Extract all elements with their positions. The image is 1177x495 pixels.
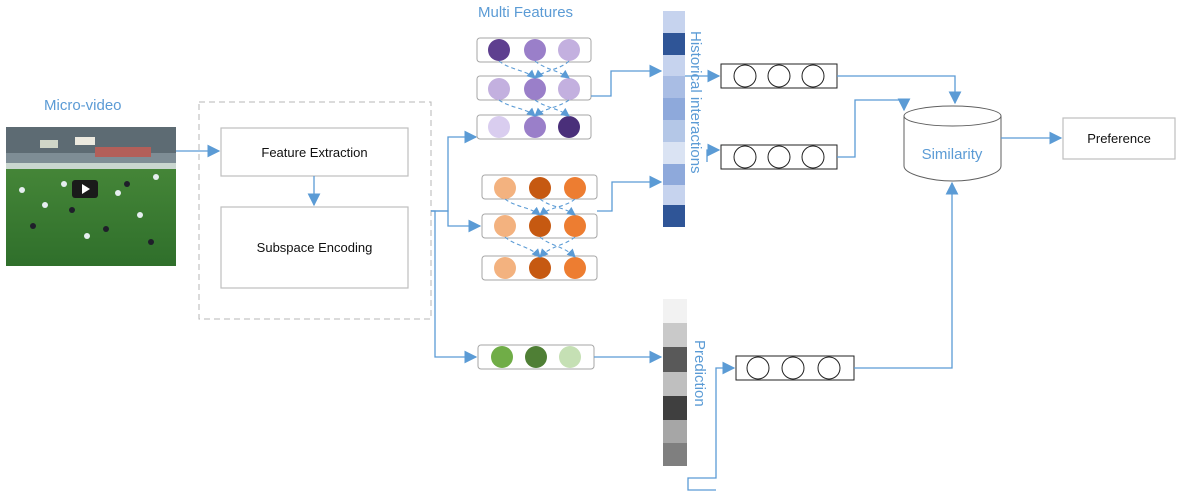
subspace-branch-bottom xyxy=(431,210,478,364)
historical-interactions-label: Historical interactions xyxy=(687,31,704,174)
orange-feature-group xyxy=(481,174,598,281)
purple-node-1-1 xyxy=(488,39,510,61)
purple-node-3-1 xyxy=(488,116,510,138)
prediction-loop-arrow xyxy=(687,361,736,491)
history-to-bottom-embedding-arrow xyxy=(706,143,721,162)
purple-dashed-link-5 xyxy=(534,99,570,117)
orange-dashed-link-6 xyxy=(539,236,576,258)
feature-extraction-box[interactable] xyxy=(220,127,409,177)
purple-node-1-2 xyxy=(524,39,546,61)
prediction-label: Prediction xyxy=(691,340,708,407)
orange-node-3-1 xyxy=(494,257,516,279)
purple-dashed-link-4 xyxy=(498,99,536,117)
top-embedding-to-similarity-arrow xyxy=(837,75,962,105)
multi-features-label: Multi Features xyxy=(478,4,573,21)
purple-to-history-arrow xyxy=(591,64,663,97)
historical-embedding-bottom[interactable] xyxy=(720,144,838,170)
feature-extraction-label: Feature Extraction xyxy=(261,145,367,160)
orange-dashed-link-5 xyxy=(539,236,576,258)
purple-feature-group xyxy=(476,37,592,140)
historical-interactions-bar[interactable] xyxy=(663,11,685,227)
purple-dashed-link-1 xyxy=(498,60,536,79)
play-icon[interactable] xyxy=(82,184,90,194)
purple-dashed-link-6 xyxy=(534,99,570,117)
orange-node-2-1 xyxy=(494,215,516,237)
orange-dashed-link-4 xyxy=(504,236,541,258)
orange-node-2-2 xyxy=(529,215,551,237)
subspace-encoding-label: Subspace Encoding xyxy=(257,240,373,255)
preference-label: Preference xyxy=(1087,131,1151,146)
purple-dashed-link-2 xyxy=(534,60,570,79)
similarity-label: Similarity xyxy=(922,146,983,163)
purple-node-3-2 xyxy=(524,116,546,138)
orange-node-2-3 xyxy=(564,215,586,237)
prediction-embedding[interactable] xyxy=(735,355,855,381)
orange-dashed-link-2 xyxy=(539,198,576,216)
subspace-encoding-box[interactable] xyxy=(220,206,409,289)
green-node-1 xyxy=(491,346,513,368)
green-node-2 xyxy=(525,346,547,368)
orange-node-1-1 xyxy=(494,177,516,199)
prediction-bar[interactable] xyxy=(663,299,687,466)
purple-node-3-3 xyxy=(558,116,580,138)
purple-node-2-1 xyxy=(488,78,510,100)
preference-box[interactable] xyxy=(1062,117,1176,160)
purple-node-2-3 xyxy=(558,78,580,100)
purple-dashed-link-3 xyxy=(534,60,570,79)
orange-dashed-link-3 xyxy=(539,198,576,216)
orange-node-1-2 xyxy=(529,177,551,199)
bottom-embedding-to-similarity-arrow xyxy=(837,98,911,158)
micro-video-label: Micro-video xyxy=(44,97,122,114)
historical-embedding-top[interactable] xyxy=(720,63,838,89)
orange-to-history-arrow xyxy=(597,175,663,212)
subspace-branch-middle xyxy=(431,210,482,233)
green-node-3 xyxy=(559,346,581,368)
similarity-database[interactable] xyxy=(903,105,1002,182)
purple-node-1-3 xyxy=(558,39,580,61)
prediction-embedding-to-similarity-arrow xyxy=(854,181,959,369)
micro-video-thumbnail[interactable] xyxy=(6,127,176,266)
green-feature-row-group xyxy=(477,344,595,370)
orange-dashed-link-1 xyxy=(504,198,541,216)
orange-node-3-3 xyxy=(564,257,586,279)
subspace-branch-top xyxy=(431,130,478,212)
orange-node-1-3 xyxy=(564,177,586,199)
orange-node-3-2 xyxy=(529,257,551,279)
purple-node-2-2 xyxy=(524,78,546,100)
